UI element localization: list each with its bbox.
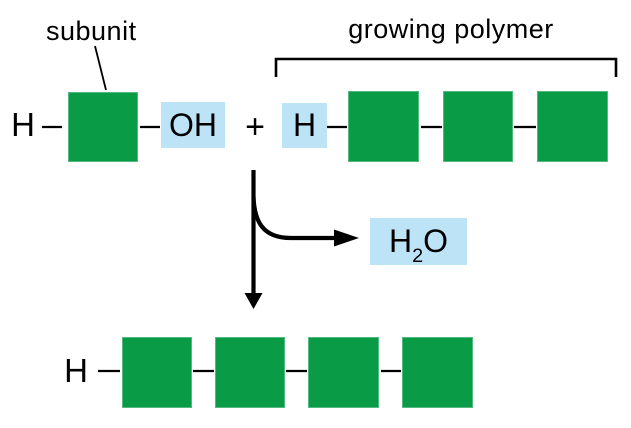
product-h-label: H (64, 352, 88, 389)
polymer-square-3 (537, 91, 608, 162)
h2o-subscript: 2 (412, 244, 424, 267)
product-square-4 (402, 337, 473, 408)
h2o-box: H2O (370, 218, 467, 266)
reaction-arrow-down-icon (244, 170, 263, 309)
polymer-h-label: H (292, 107, 317, 143)
plus-sign: + (245, 107, 265, 146)
oh-group-box: OH (161, 102, 225, 148)
polymer-h-box: H (282, 103, 327, 148)
oh-group-label: OH (169, 106, 217, 143)
product-square-2 (215, 337, 285, 408)
free-h-label: H (11, 106, 35, 143)
subunit-leader-line (94, 45, 107, 91)
growing-polymer-label: growing polymer (348, 14, 554, 44)
subunit-label: subunit (46, 16, 137, 46)
subunit-square (68, 92, 138, 162)
byproduct-arrow-icon (251, 196, 359, 247)
h2o-label: H2O (388, 223, 449, 266)
h2o-h: H (388, 223, 413, 259)
growing-polymer-bracket (274, 57, 618, 77)
product-square-1 (122, 337, 192, 408)
h2o-o: O (423, 223, 449, 259)
polymer-square-1 (348, 91, 419, 162)
product-square-3 (308, 337, 379, 408)
polymer-square-2 (443, 91, 513, 162)
